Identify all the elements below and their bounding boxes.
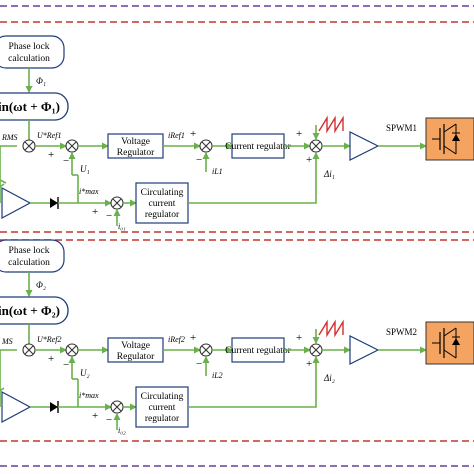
channel-1: Phase lock calculation Φ₁ in(ωt + Φ₁) RM…: [0, 35, 474, 231]
creg-label-1: Current regulator: [225, 142, 292, 152]
circ-label-2b: current: [149, 403, 176, 413]
circ-label-1a: Circulating: [141, 188, 184, 198]
uref-label-1: U*Ref1: [37, 131, 61, 140]
plus-iref-1: +: [190, 128, 196, 140]
phase-lock-label-1b: calculation: [8, 54, 50, 64]
summing-junction-icon: [110, 196, 124, 210]
circ-label-1c: regulator: [145, 210, 180, 220]
circ-label-2c: regulator: [145, 414, 180, 424]
minus-io-2: −: [106, 414, 112, 426]
voltage-regulator-block-2: [107, 337, 164, 363]
summing-junction-icon: [199, 139, 213, 153]
minus-u-2: −: [63, 359, 69, 371]
plus-imax-1: +: [92, 206, 98, 218]
iref-label-2: iRef2: [168, 335, 185, 344]
plus-creg-2: +: [296, 332, 302, 344]
circulating-regulator-block-2: [135, 386, 189, 428]
plus-iref-2: +: [190, 332, 196, 344]
rms-label-1: RMS: [1, 133, 18, 142]
phase-lock-label-2b: calculation: [8, 258, 50, 268]
minus-io-1: −: [106, 210, 112, 222]
minus-il-1: −: [196, 154, 202, 166]
circ-label-2a: Circulating: [141, 392, 184, 402]
plus-delta-2: +: [306, 358, 312, 370]
phi-label-1: Φ₁: [36, 76, 46, 86]
diode-icon: [50, 401, 59, 413]
wire-circ-out-2: [188, 356, 320, 408]
sawtooth-carrier-icon: [318, 319, 344, 338]
sawtooth-carrier-icon: [318, 115, 344, 134]
il-label-2: iL2: [212, 371, 223, 380]
wire-rms-amp-1: [0, 183, 5, 188]
il-label-1: iL1: [212, 167, 223, 176]
uref-label-2: U*Ref2: [37, 335, 61, 344]
io-label-1: i₀₁: [118, 222, 126, 231]
wire-rms-amp-2: [0, 387, 5, 392]
circulating-regulator-block-1: [135, 182, 189, 224]
summing-junction-icon: [199, 343, 213, 357]
amplifier-triangle-icon: [1, 390, 32, 424]
spwm-label-2: SPWM2: [386, 327, 417, 337]
sine-label-1: in(ωt + Φ₁): [0, 99, 60, 114]
amplifier-triangle-icon: [349, 131, 380, 161]
current-regulator-block-1: [231, 133, 285, 159]
vreg-label-1a: Voltage: [121, 137, 150, 147]
amplifier-triangle-icon: [1, 186, 32, 220]
amplifier-triangle-icon: [349, 335, 380, 365]
summing-junction-icon: [110, 400, 124, 414]
plus-creg-1: +: [296, 128, 302, 140]
phi-label-2: Φ₂: [36, 280, 46, 290]
imax-label-2: i*max: [79, 391, 99, 400]
plus-delta-1: +: [306, 154, 312, 166]
vreg-label-2a: Voltage: [121, 341, 150, 351]
rms-label-2: MS: [1, 337, 13, 346]
minus-u-1: −: [63, 155, 69, 167]
summing-junction-icon: [22, 139, 36, 153]
channel-2: Phase lock calculation Φ₂ in(ωt + Φ₂) MS…: [0, 239, 474, 435]
u-label-2: U₂: [80, 368, 90, 378]
summing-junction-icon: [65, 139, 79, 153]
u-label-1: U₁: [80, 164, 90, 174]
igbt-switch-icon: [425, 321, 474, 365]
delta-i-label-2: Δi₂: [323, 373, 335, 383]
minus-il-2: −: [196, 358, 202, 370]
imax-label-1: i*max: [79, 187, 99, 196]
phase-lock-label-2a: Phase lock: [9, 246, 50, 256]
creg-label-2: Current regulator: [225, 346, 292, 356]
summing-junction-icon: [22, 343, 36, 357]
summing-junction-icon: [65, 343, 79, 357]
sine-block-1: [0, 92, 69, 121]
summing-junction-icon: [309, 343, 323, 357]
circ-label-1b: current: [149, 199, 176, 209]
vreg-label-1b: Regulator: [117, 148, 155, 158]
summing-junction-icon: [309, 139, 323, 153]
io-label-2: i₀₂: [118, 426, 126, 435]
delta-i-label-1: Δi₁: [323, 169, 335, 179]
vreg-label-2b: Regulator: [117, 352, 155, 362]
igbt-switch-icon: [425, 117, 474, 161]
plus-uref-2: +: [48, 353, 54, 365]
diode-icon: [50, 197, 59, 209]
phase-lock-label-1a: Phase lock: [9, 42, 50, 52]
plus-uref-1: +: [48, 149, 54, 161]
plus-imax-2: +: [92, 410, 98, 422]
iref-label-1: iRef1: [168, 131, 185, 140]
sine-block-2: [0, 296, 69, 325]
wire-circ-out-1: [188, 152, 320, 204]
sine-label-2: in(ωt + Φ₂): [0, 303, 60, 318]
spwm-label-1: SPWM1: [386, 123, 417, 133]
